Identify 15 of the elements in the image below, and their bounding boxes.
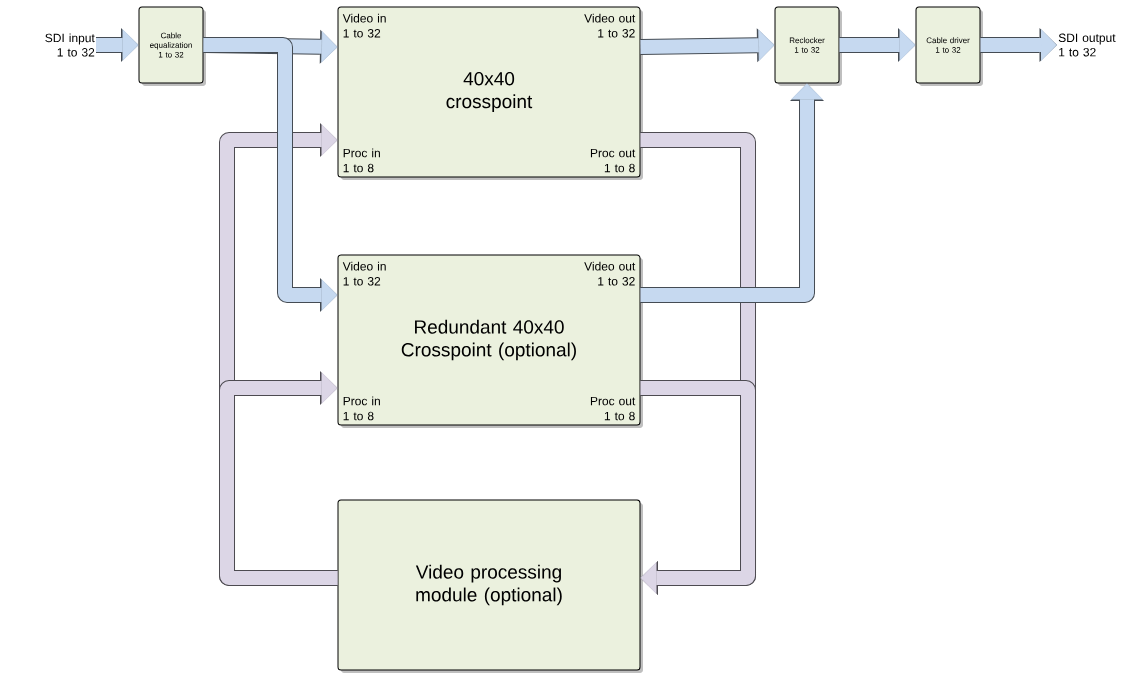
block-arrow — [839, 28, 916, 62]
signal-label: SDI input 1 to 32 — [45, 33, 95, 57]
block-arrow — [203, 29, 338, 64]
block-arrow — [219, 371, 338, 586]
block-arrow — [203, 37, 338, 312]
module-box: Video processing module (optional) — [337, 499, 643, 673]
process-box: Reclocker 1 to 32 — [774, 6, 842, 86]
block-arrow — [96, 28, 139, 62]
block-arrow — [640, 380, 756, 595]
block-arrow — [980, 28, 1057, 62]
process-box: Cable equalization 1 to 32 — [138, 6, 206, 86]
block-arrow — [640, 83, 824, 303]
process-box: Cable driver 1 to 32 — [915, 6, 983, 86]
signal-label: SDI output 1 to 32 — [1058, 33, 1116, 57]
block-arrow — [640, 28, 775, 63]
